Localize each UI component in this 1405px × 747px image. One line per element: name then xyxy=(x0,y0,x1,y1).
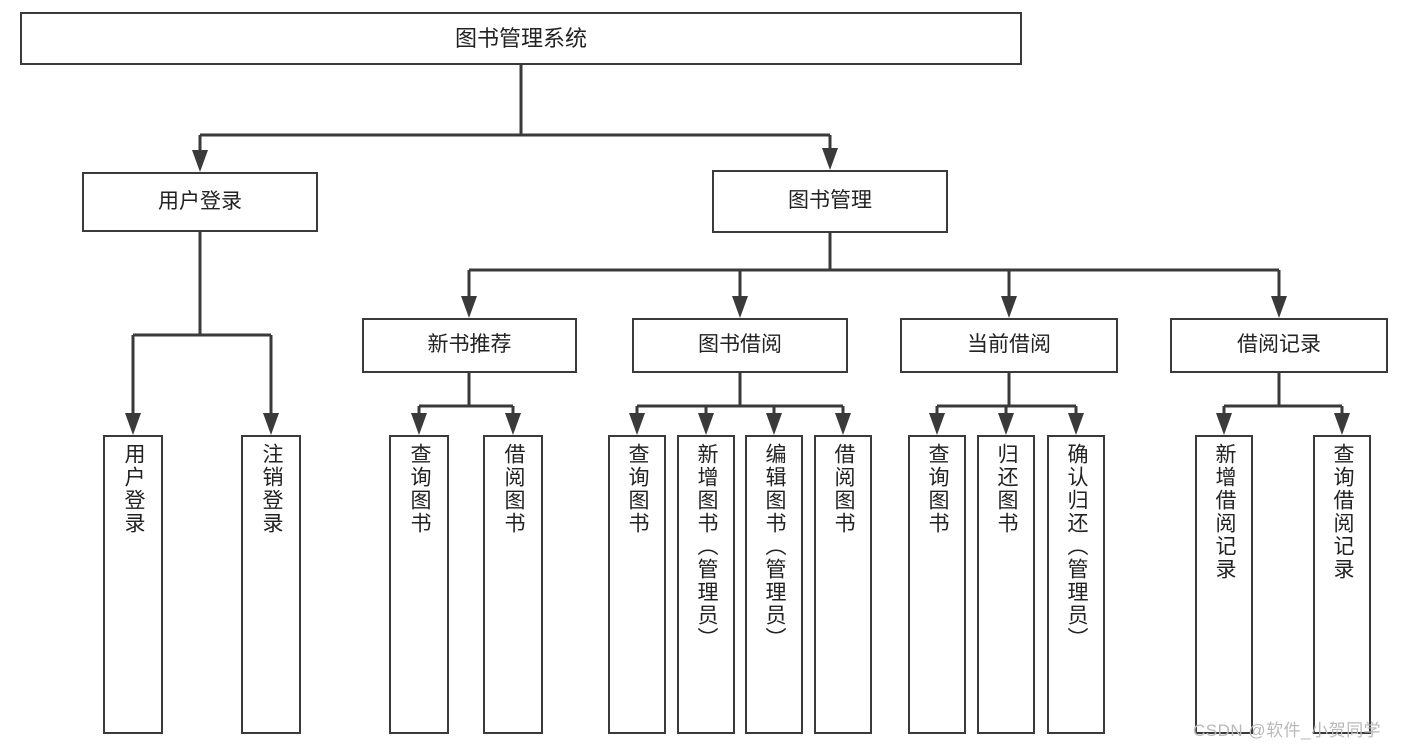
node-current-borrow[interactable]: 当前借阅 xyxy=(900,318,1118,373)
node-label: 图书借阅 xyxy=(698,333,782,357)
node-leaf-edit-book[interactable]: 编辑图书（管理员） xyxy=(745,435,803,734)
node-leaf-user-logout[interactable]: 注销登录 xyxy=(241,435,301,734)
node-label: 注销登录 xyxy=(260,443,284,535)
node-label: 查询借阅记录 xyxy=(1331,443,1355,581)
node-leaf-query-book-1[interactable]: 查询图书 xyxy=(389,435,449,734)
node-label: 新增借阅记录 xyxy=(1213,443,1237,581)
node-leaf-user-login[interactable]: 用户登录 xyxy=(103,435,163,734)
node-label: 借阅图书 xyxy=(832,443,856,535)
node-label: 当前借阅 xyxy=(967,333,1051,357)
node-leaf-return-book[interactable]: 归还图书 xyxy=(977,435,1035,734)
node-label: 查询图书 xyxy=(926,443,950,535)
node-leaf-add-book[interactable]: 新增图书（管理员） xyxy=(677,435,735,734)
node-leaf-query-book-2[interactable]: 查询图书 xyxy=(608,435,666,734)
node-label: 用户登录 xyxy=(122,443,146,535)
node-label: 用户登录 xyxy=(158,189,242,213)
node-label: 确认归还（管理员） xyxy=(1065,443,1089,650)
node-label: 借阅图书 xyxy=(502,443,526,535)
arrowhead-icon xyxy=(698,413,714,435)
node-user-login[interactable]: 用户登录 xyxy=(82,172,318,232)
arrowhead-icon xyxy=(1334,413,1350,435)
node-label: 编辑图书（管理员） xyxy=(763,443,787,650)
node-label: 新增图书（管理员） xyxy=(695,443,719,650)
node-borrow-record[interactable]: 借阅记录 xyxy=(1170,318,1388,373)
node-leaf-confirm-return[interactable]: 确认归还（管理员） xyxy=(1047,435,1105,734)
arrowhead-icon xyxy=(411,413,427,435)
arrowhead-icon xyxy=(998,413,1014,435)
node-leaf-borrow-book-1[interactable]: 借阅图书 xyxy=(483,435,543,734)
node-book-manage[interactable]: 图书管理 xyxy=(712,170,948,233)
node-root[interactable]: 图书管理系统 xyxy=(20,12,1022,65)
arrowhead-icon xyxy=(1068,413,1084,435)
node-label: 查询图书 xyxy=(408,443,432,535)
arrowhead-icon xyxy=(1271,296,1287,318)
arrowhead-icon xyxy=(629,413,645,435)
node-new-book-rec[interactable]: 新书推荐 xyxy=(362,318,577,373)
node-leaf-query-book-3[interactable]: 查询图书 xyxy=(908,435,966,734)
arrowhead-icon xyxy=(1001,296,1017,318)
node-label: 图书管理 xyxy=(788,189,872,213)
arrowhead-icon xyxy=(835,413,851,435)
arrowhead-icon xyxy=(461,296,477,318)
node-label: 借阅记录 xyxy=(1237,333,1321,357)
arrowhead-icon xyxy=(732,296,748,318)
arrowhead-icon xyxy=(125,413,141,435)
node-label: 图书管理系统 xyxy=(454,25,587,51)
node-book-borrow[interactable]: 图书借阅 xyxy=(632,318,848,373)
node-label: 查询图书 xyxy=(626,443,650,535)
arrowhead-icon xyxy=(929,413,945,435)
arrowhead-icon xyxy=(192,150,208,172)
arrowhead-icon xyxy=(766,413,782,435)
node-label: 归还图书 xyxy=(995,443,1019,535)
node-leaf-add-record[interactable]: 新增借阅记录 xyxy=(1195,435,1253,734)
node-leaf-borrow-book-2[interactable]: 借阅图书 xyxy=(814,435,872,734)
arrowhead-icon xyxy=(505,413,521,435)
arrowhead-icon xyxy=(822,148,838,170)
node-leaf-query-record[interactable]: 查询借阅记录 xyxy=(1313,435,1371,734)
watermark: CSDN @软件_小贺同学 xyxy=(1193,721,1382,740)
arrowhead-icon xyxy=(1216,413,1232,435)
node-label: 新书推荐 xyxy=(427,333,512,357)
arrowhead-icon xyxy=(263,413,279,435)
